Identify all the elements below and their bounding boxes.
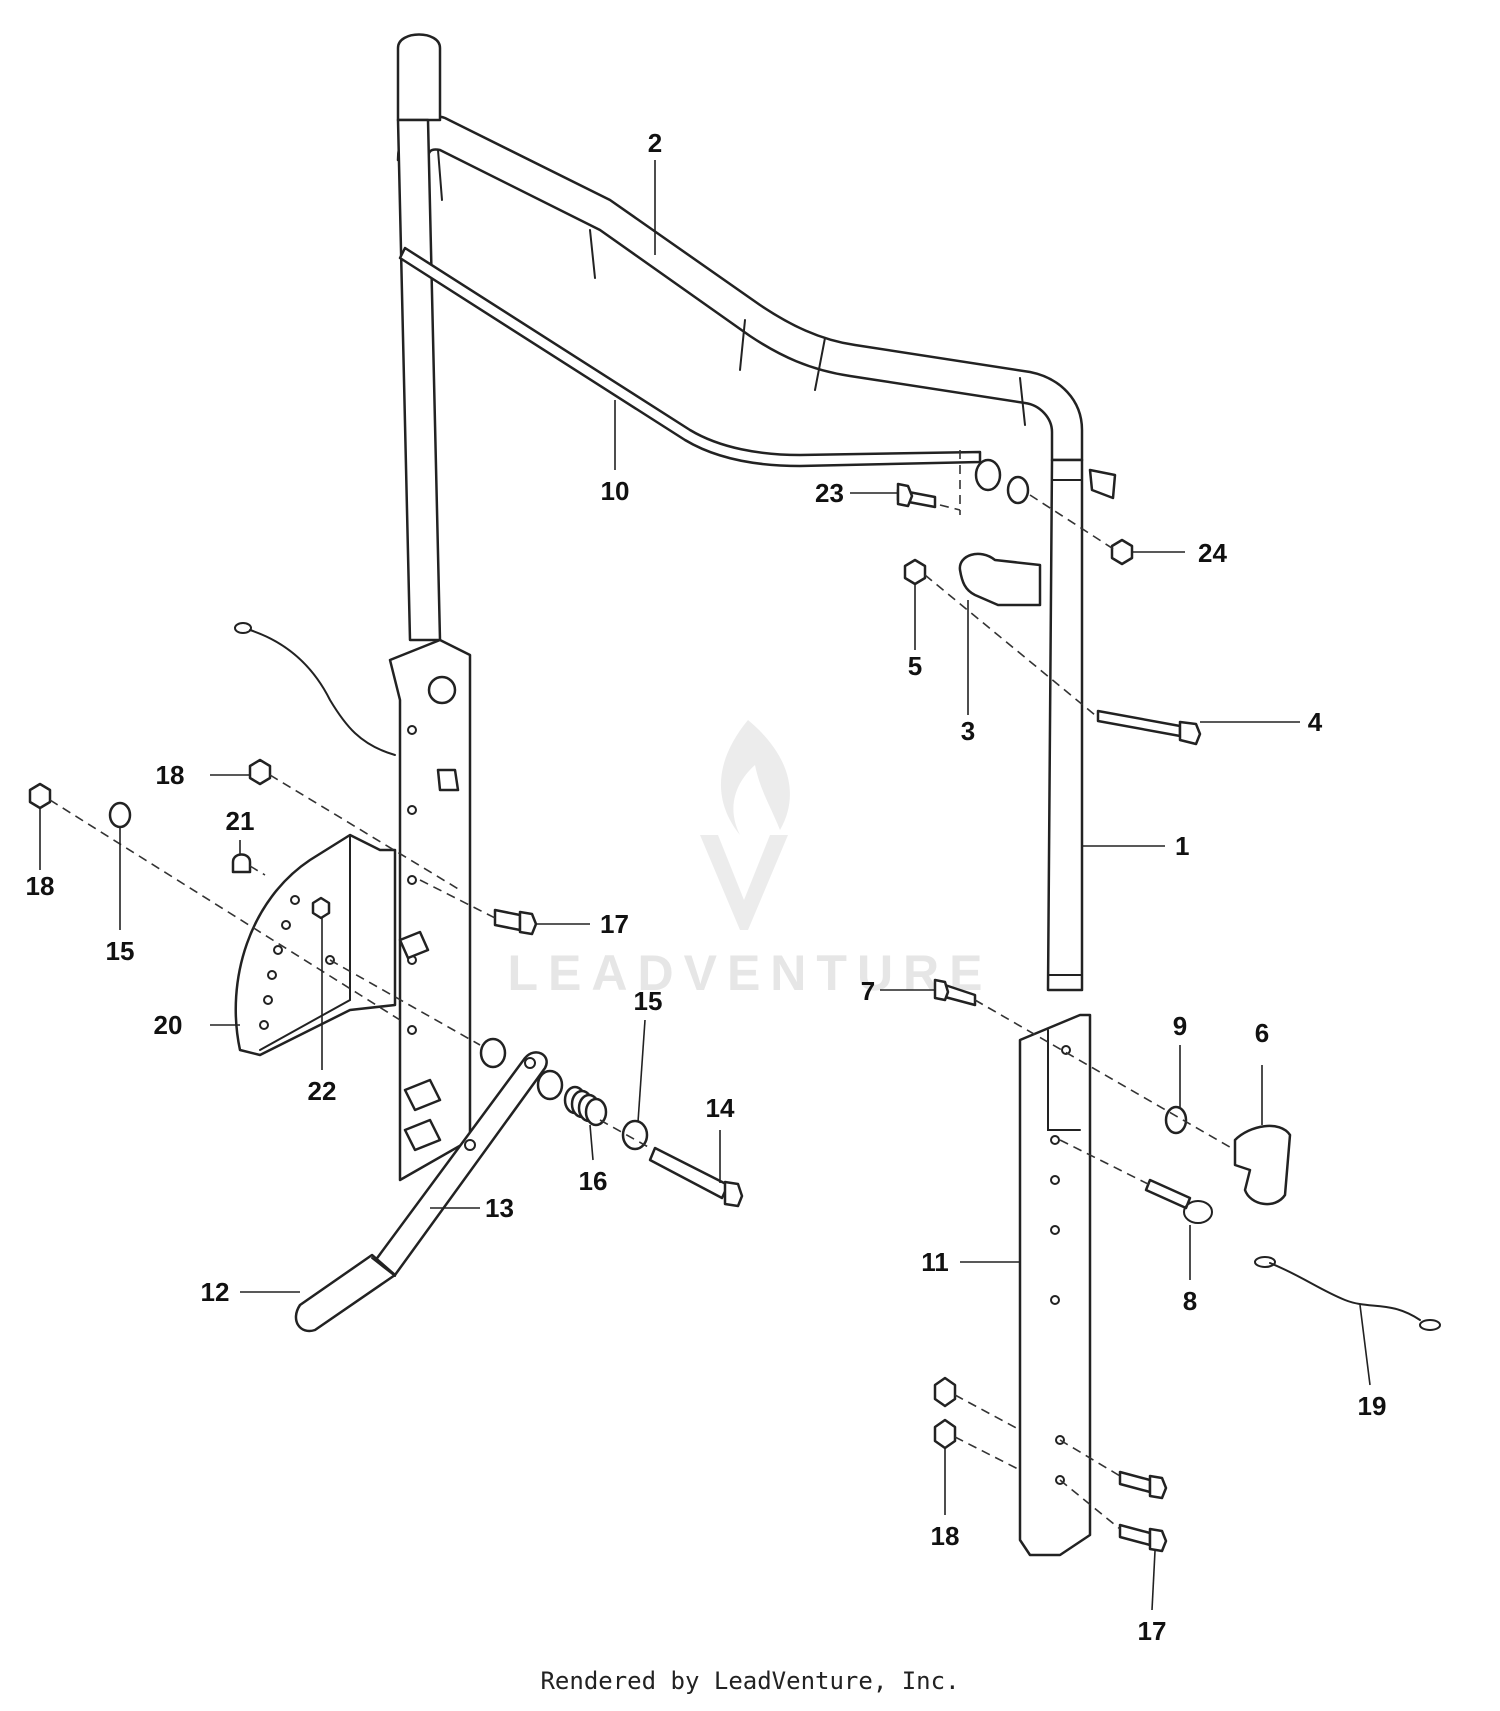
callout-16: 16 [579, 1166, 608, 1196]
callout-17-left: 17 [600, 909, 629, 939]
hardware [28, 458, 1441, 1553]
part-18-nut-lower-2 [933, 1418, 957, 1450]
left-cable [249, 629, 396, 756]
part-24-nut [1110, 538, 1134, 566]
callout-8: 8 [1183, 1286, 1197, 1316]
watermark-flame-icon [720, 720, 790, 835]
callout-18-lower: 18 [931, 1521, 960, 1551]
callout-7: 7 [861, 976, 875, 1006]
callout-3: 3 [961, 716, 975, 746]
part-3-bracket [958, 552, 1042, 607]
part-4-bolt [1096, 709, 1182, 738]
callout-10: 10 [601, 476, 630, 506]
part-4-bolt-head [1178, 720, 1202, 746]
watermark-text: LEADVENTURE [507, 945, 992, 1001]
callout-23: 23 [815, 478, 844, 508]
left-lower-bracket [388, 638, 472, 1182]
assembly-lines [49, 450, 1236, 1530]
watermark: LEADVENTURE [507, 720, 992, 1001]
part-18-nut-lower-1 [933, 1376, 957, 1408]
callout-17-lower: 17 [1138, 1616, 1167, 1646]
adjustment-plate [234, 833, 397, 1057]
callout-15-left: 15 [106, 936, 135, 966]
part-14-pin-head [723, 1180, 744, 1208]
upper-handle-bar [396, 33, 1117, 992]
callout-9: 9 [1173, 1011, 1187, 1041]
callout-13: 13 [485, 1193, 514, 1223]
part-5-nut [903, 558, 927, 586]
callout-24: 24 [1198, 538, 1227, 568]
part-19-cable [1269, 1262, 1421, 1321]
watermark-v-icon [700, 835, 788, 930]
lever-arm [294, 1051, 548, 1333]
part-15-washer-right [621, 1119, 649, 1151]
callout-5: 5 [908, 651, 922, 681]
callout-15-right: 15 [634, 986, 663, 1016]
callout-22: 22 [308, 1076, 337, 1106]
part-17-bolt-lower-1 [1118, 1470, 1152, 1494]
callout-21: 21 [226, 806, 255, 836]
washer-23 [974, 458, 1002, 492]
part-6-knob [1233, 1124, 1292, 1206]
washer-23b [1006, 475, 1030, 505]
part-18-nut-upper [248, 758, 272, 786]
washer-mid [479, 1037, 507, 1069]
callout-12: 12 [201, 1277, 230, 1307]
callout-14: 14 [706, 1093, 735, 1123]
callout-1: 1 [1175, 831, 1189, 861]
callout-4: 4 [1308, 707, 1323, 737]
part-23-bolt-head [896, 482, 914, 508]
part-16-spring [563, 1085, 608, 1127]
right-lower-bracket [1018, 1013, 1092, 1557]
footer-credit: Rendered by LeadVenture, Inc. [540, 1667, 960, 1695]
part-14-pin [648, 1146, 730, 1200]
part-21-bolt [231, 853, 252, 874]
leader-lines [39, 160, 1371, 1611]
part-15-washer-left [108, 801, 132, 829]
part-22-nut [311, 896, 331, 920]
callouts: 2 10 23 24 5 3 4 1 18 18 21 15 17 20 22 … [26, 128, 1387, 1646]
callout-11: 11 [921, 1247, 949, 1277]
part-8-pin [1144, 1178, 1192, 1210]
callout-18-upper: 18 [156, 760, 185, 790]
callout-2: 2 [648, 128, 662, 158]
callout-19: 19 [1358, 1391, 1387, 1421]
callout-6: 6 [1255, 1018, 1269, 1048]
part-8-ring [1183, 1200, 1213, 1224]
callout-20: 20 [154, 1010, 183, 1040]
part-17-bolt-left-head [518, 910, 538, 936]
part-7-bolt-head [933, 978, 950, 1002]
washer-mid-b [536, 1069, 564, 1101]
part-17-bolt-left [493, 908, 522, 932]
part-17-bolt-lower-2 [1118, 1523, 1152, 1547]
callout-18-left: 18 [26, 871, 55, 901]
part-18-nut-left [28, 782, 52, 810]
